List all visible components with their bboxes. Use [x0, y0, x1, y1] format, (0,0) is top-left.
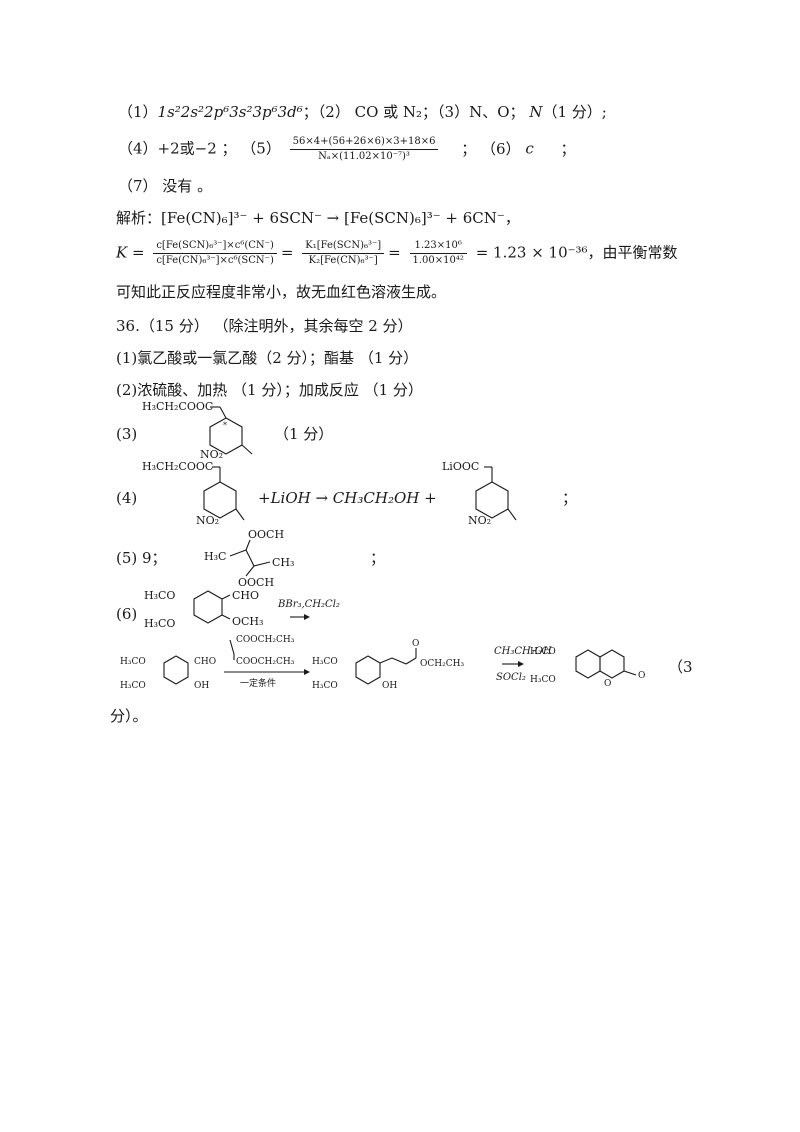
answer-line-2: （4）+2或−2 ； （5） 56×4+(56+26×6)×3+18×6 Nₐ×… — [118, 136, 576, 163]
answer-36-6-score: （3 — [668, 658, 693, 676]
structure-label: OOCH — [238, 576, 274, 589]
answer-36-6-score-end: 分）。 — [110, 707, 148, 725]
equilibrium-line: K = c[Fe(SCN)₆³⁻]×c⁶(CN⁻) c[Fe(CN)₆³⁻]×c… — [116, 240, 678, 267]
element-n: N — [529, 103, 543, 121]
structure-label: NO₂ — [200, 448, 223, 461]
structure-label: H₃CH₂COOC — [142, 400, 213, 413]
fraction-numerator: 1.23×10⁶ — [409, 240, 467, 254]
structure-label: O — [412, 639, 419, 649]
structure-4-reactant: H₃CH₂COOC NO₂ — [140, 458, 260, 536]
k-fraction-1: c[Fe(SCN)₆³⁻]×c⁶(CN⁻) c[Fe(CN)₆³⁻]×c⁶(SC… — [153, 240, 277, 267]
structure-label: H₃CO — [144, 589, 175, 602]
reagent-label: CH₃CH₂OH — [494, 646, 552, 657]
answer-36-6-label: (6) — [116, 605, 138, 623]
text: （1 分）; — [542, 103, 607, 121]
structure-5: OOCH H₃C CH₃ OOCH — [200, 526, 310, 590]
structure-label: H₃CO — [530, 675, 556, 685]
answer-line-1: （1）1s²2s²2p⁶3s²3p⁶3d⁶；（2） CO 或 N₂；（3）N、O… — [118, 102, 607, 122]
structure-label: H₃CO — [120, 657, 146, 667]
answer-36-3-score: （1 分） — [274, 425, 334, 443]
k-symbol: K = — [116, 243, 145, 262]
fraction-numerator: K₁[Fe(SCN)₆³⁻] — [302, 240, 385, 254]
fraction-denominator: Nₐ×(11.02×10⁻⁷)³ — [318, 151, 410, 162]
answer-36-4-equation: +LiOH → CH₃CH₂OH + — [258, 489, 437, 507]
answer-36-4-label: (4) — [116, 489, 138, 507]
structure-label: H₃CO — [144, 617, 175, 630]
answer-c: c — [525, 139, 534, 158]
structure-label: COOCH₂CH₃ — [236, 635, 295, 645]
structure-label: H₃CO — [312, 657, 338, 667]
density-fraction: 56×4+(56+26×6)×3+18×6 Nₐ×(11.02×10⁻⁷)³ — [289, 136, 439, 163]
structure-label: OCH₂CH₃ — [420, 659, 464, 669]
k-result: = 1.23 × 10⁻³⁶，由平衡常数 — [475, 243, 678, 262]
answer-36-5-label: (5) 9； — [116, 549, 167, 567]
fraction-numerator: c[Fe(SCN)₆³⁻]×c⁶(CN⁻) — [153, 240, 277, 254]
analysis-equation: 解析：[Fe(CN)₆]³⁻ + 6SCN⁻ → [Fe(SCN)₆]³⁻ + … — [116, 208, 520, 228]
electron-config: 1s²2s²2p⁶3s²3p⁶3d⁶ — [157, 103, 303, 121]
text: ； — [370, 549, 386, 567]
structure-6-start: H₃CO H₃CO CHO OCH₃ — [138, 585, 278, 635]
structure-label: H₃CH₂COOC — [142, 460, 213, 473]
structure-label: O — [604, 679, 611, 689]
structure-label: NO₂ — [468, 514, 491, 527]
structure-label: OH — [194, 681, 209, 691]
structure-label: CHO — [194, 657, 216, 667]
answer-36-3-label: (3) — [116, 425, 138, 443]
text: ； — [562, 489, 578, 507]
structure-label: O — [638, 671, 645, 681]
question-36-heading: 36.（15 分） （除注明外，其余每空 2 分） — [116, 317, 413, 335]
analysis-conclusion: 可知此正反应程度非常小，故无血红色溶液生成。 — [116, 283, 447, 301]
answer-36-1: (1)氯乙酸或一氯乙酸（2 分）；酯基 （1 分） — [116, 349, 419, 367]
fraction-denominator: 1.00×10⁴² — [412, 255, 464, 266]
equation-text: 解析：[Fe(CN)₆]³⁻ + 6SCN⁻ → [Fe(SCN)₆]³⁻ + … — [116, 209, 520, 227]
text: ； （6） — [461, 139, 521, 158]
structure-label: H₃CO — [312, 681, 338, 691]
reagent-label: BBr₃,CH₂Cl₂ — [277, 599, 340, 610]
text: （1） — [118, 103, 158, 121]
text: （4）+2或−2 ； （5） — [118, 139, 281, 158]
reaction-arrow-1: BBr₃,CH₂Cl₂ — [270, 595, 360, 625]
structure-label: CH₃ — [272, 556, 294, 569]
structure-4-product: LiOOC NO₂ — [440, 456, 540, 536]
svg-text:*: * — [223, 421, 227, 430]
answer-36-2: (2)浓硫酸、加热 （1 分）；加成反应 （1 分） — [116, 381, 423, 399]
structure-label: CHO — [232, 589, 259, 602]
answer-line-3: （7） 没有 。 — [118, 177, 213, 195]
reaction-scheme: H₃CO H₃CO CHO OH COOCH₂CH₃ COOCH₂CH₃ 一定条… — [116, 630, 676, 710]
text: ； — [560, 139, 576, 158]
text: ；（2） CO 或 N₂；（3）N、O； — [302, 103, 525, 121]
structure-label: NO₂ — [196, 514, 219, 527]
structure-3: H₃CH₂COOC NO₂ * — [140, 398, 280, 468]
k-fraction-3: 1.23×10⁶ 1.00×10⁴² — [409, 240, 467, 267]
fraction-numerator: 56×4+(56+26×6)×3+18×6 — [289, 136, 439, 150]
condition-label: 一定条件 — [240, 677, 276, 689]
structure-label: OCH₃ — [232, 615, 263, 628]
structure-label: H₃C — [204, 550, 226, 563]
structure-label: OOCH — [248, 528, 284, 541]
structure-label: LiOOC — [442, 460, 479, 473]
fraction-denominator: K₂[Fe(CN)₆³⁻] — [308, 255, 378, 266]
k-fraction-2: K₁[Fe(SCN)₆³⁻] K₂[Fe(CN)₆³⁻] — [302, 240, 385, 267]
structure-label: OH — [382, 681, 397, 691]
structure-label: H₃CO — [530, 647, 556, 657]
fraction-denominator: c[Fe(CN)₆³⁻]×c⁶(SCN⁻) — [156, 255, 274, 266]
reagent-label: SOCl₂ — [496, 672, 526, 683]
structure-label: H₃CO — [120, 681, 146, 691]
structure-label: COOCH₂CH₃ — [236, 657, 295, 667]
